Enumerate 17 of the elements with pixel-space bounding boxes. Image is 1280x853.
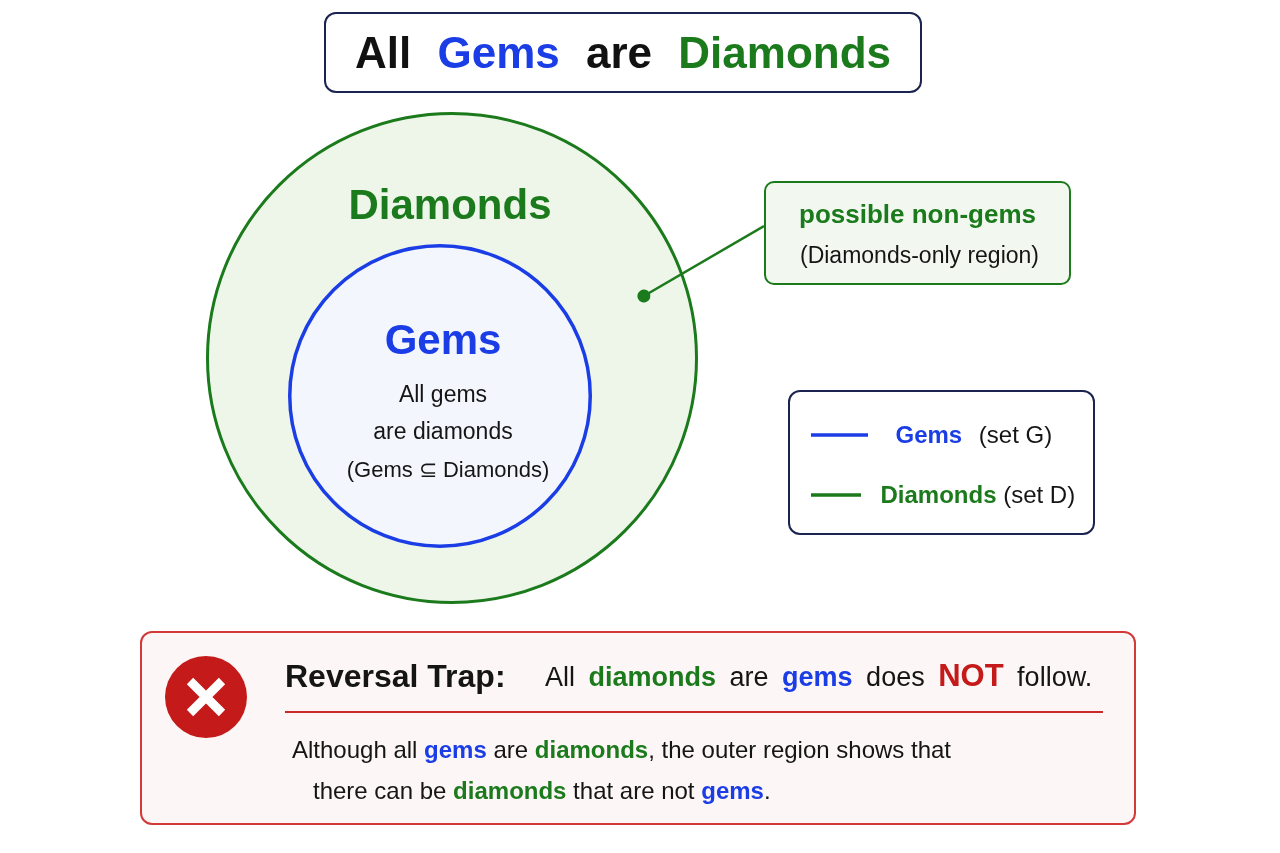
callout-title: possible non-gems [799,197,1036,230]
warning-statement: All diamonds are gems does NOT follow. [545,657,1093,695]
title-text: All Gems are Diamonds [355,26,891,79]
legend-label: Diamonds (set D) [880,479,1076,510]
venn-circle [206,112,698,604]
callout-note: (Diamonds-only region) [800,240,1039,270]
callout-box [764,181,1071,285]
subset-notation: (Gems ⊆ Diamonds) [346,456,550,484]
explanation-text: Although all gems are diamonds, the outer region shows that there can be diamonds that are not gems. [292,735,952,806]
set-label: Diamonds [348,181,552,229]
leader-line [637,224,765,303]
warning-panel [140,631,1136,825]
set-label: Gems [384,316,502,364]
legend-label: Gems (set G) [895,419,1053,450]
venn-circle [288,244,592,548]
set-description: All gems are diamonds [373,380,513,446]
warning-heading: Reversal Trap: [285,657,506,696]
